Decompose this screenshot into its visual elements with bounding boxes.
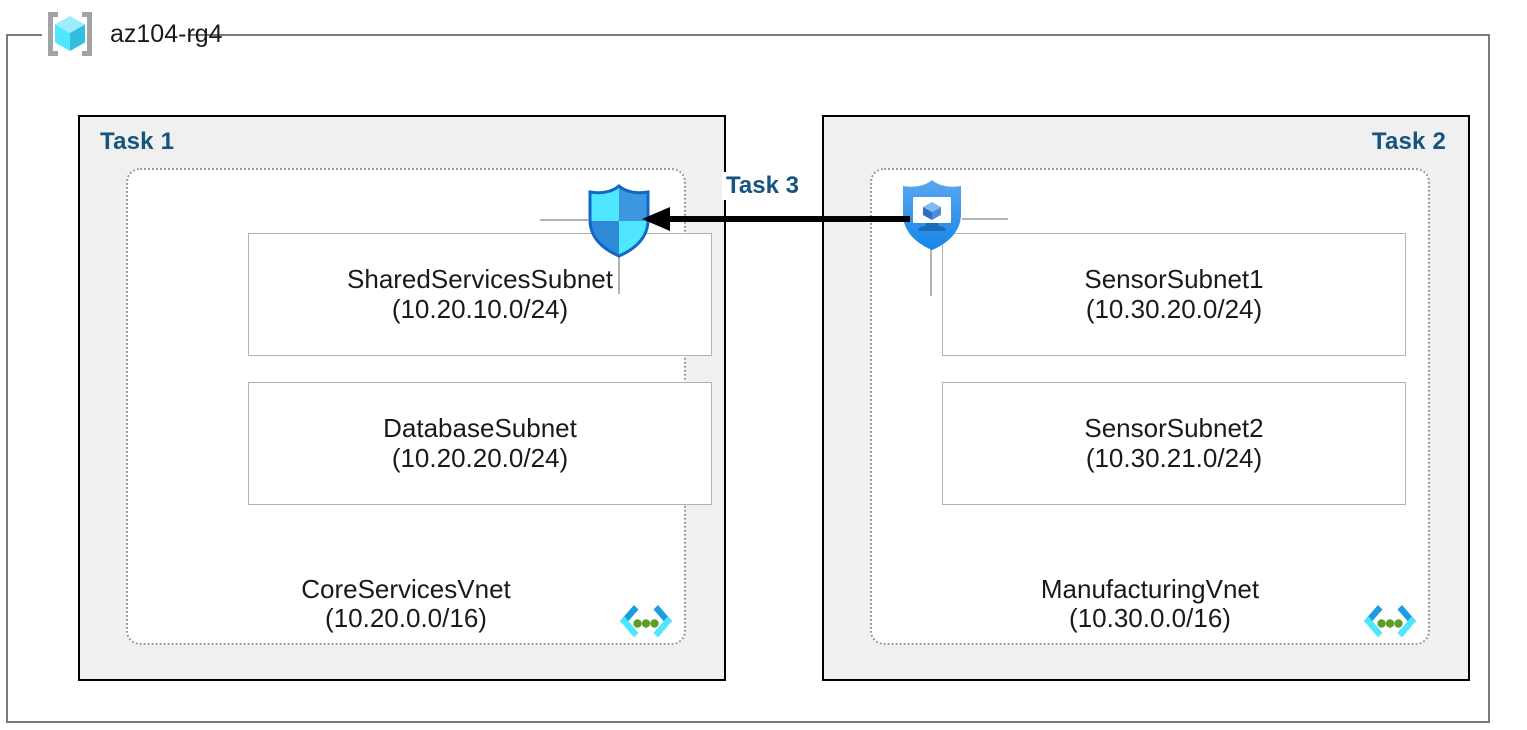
subnet-cidr: (10.20.20.0/24) [391,442,569,473]
protected-vm-shield-icon [898,178,966,252]
subnet-name: SharedServicesSubnet [347,264,613,295]
vnet-core-services: SharedServicesSubnet (10.20.10.0/24) Dat… [126,168,712,647]
vm-connector-down [930,248,932,296]
resource-group-header: az104-rg4 [44,8,223,60]
vnet-manufacturing-caption: ManufacturingVnet (10.30.0.0/16) [872,574,1428,634]
subnet-cidr: (10.30.21.0/24) [1085,442,1263,473]
firewall-shield-icon [585,184,653,258]
subnet-shared-services: SharedServicesSubnet (10.20.10.0/24) [248,233,712,356]
subnet-sensor-1: SensorSubnet1 (10.30.20.0/24) [942,233,1406,356]
subnet-name: SensorSubnet1 [1084,264,1264,295]
vnet-cidr: (10.20.0.0/16) [325,603,487,634]
vnet-cidr: (10.30.0.0/16) [1069,603,1231,634]
vnet-brackets-icon [1358,599,1422,647]
vnet-name: ManufacturingVnet [1040,574,1260,604]
vm-connector-right [962,218,1008,220]
subnet-database: DatabaseSubnet (10.20.20.0/24) [248,382,712,505]
vnet-brackets-icon [614,599,678,647]
subnet-name: DatabaseSubnet [383,413,577,444]
firewall-connector-down [618,250,620,294]
vnet-core-services-caption: CoreServicesVnet (10.20.0.0/16) [128,574,684,634]
firewall-connector-left [540,219,588,221]
vnet-name: CoreServicesVnet [301,574,511,604]
task2-label: Task 2 [1371,128,1446,155]
subnet-sensor-2: SensorSubnet2 (10.30.21.0/24) [942,382,1406,505]
resource-group-name: az104-rg4 [110,19,223,48]
task1-label: Task 1 [100,128,175,155]
task1-panel: Task 1 SharedServicesSubnet (10.20.10.0/… [78,115,726,681]
subnet-name: SensorSubnet2 [1084,413,1264,444]
resource-group-cube-icon [44,8,96,60]
subnet-cidr: (10.30.20.0/24) [1085,293,1263,324]
peering-arrow-icon [640,205,910,233]
resource-group-frame-top-left [6,34,42,36]
subnet-cidr: (10.20.10.0/24) [391,293,569,324]
resource-group-frame-top-right [188,34,1490,36]
resource-group-frame [6,34,1490,723]
task3-label: Task 3 [722,172,803,200]
